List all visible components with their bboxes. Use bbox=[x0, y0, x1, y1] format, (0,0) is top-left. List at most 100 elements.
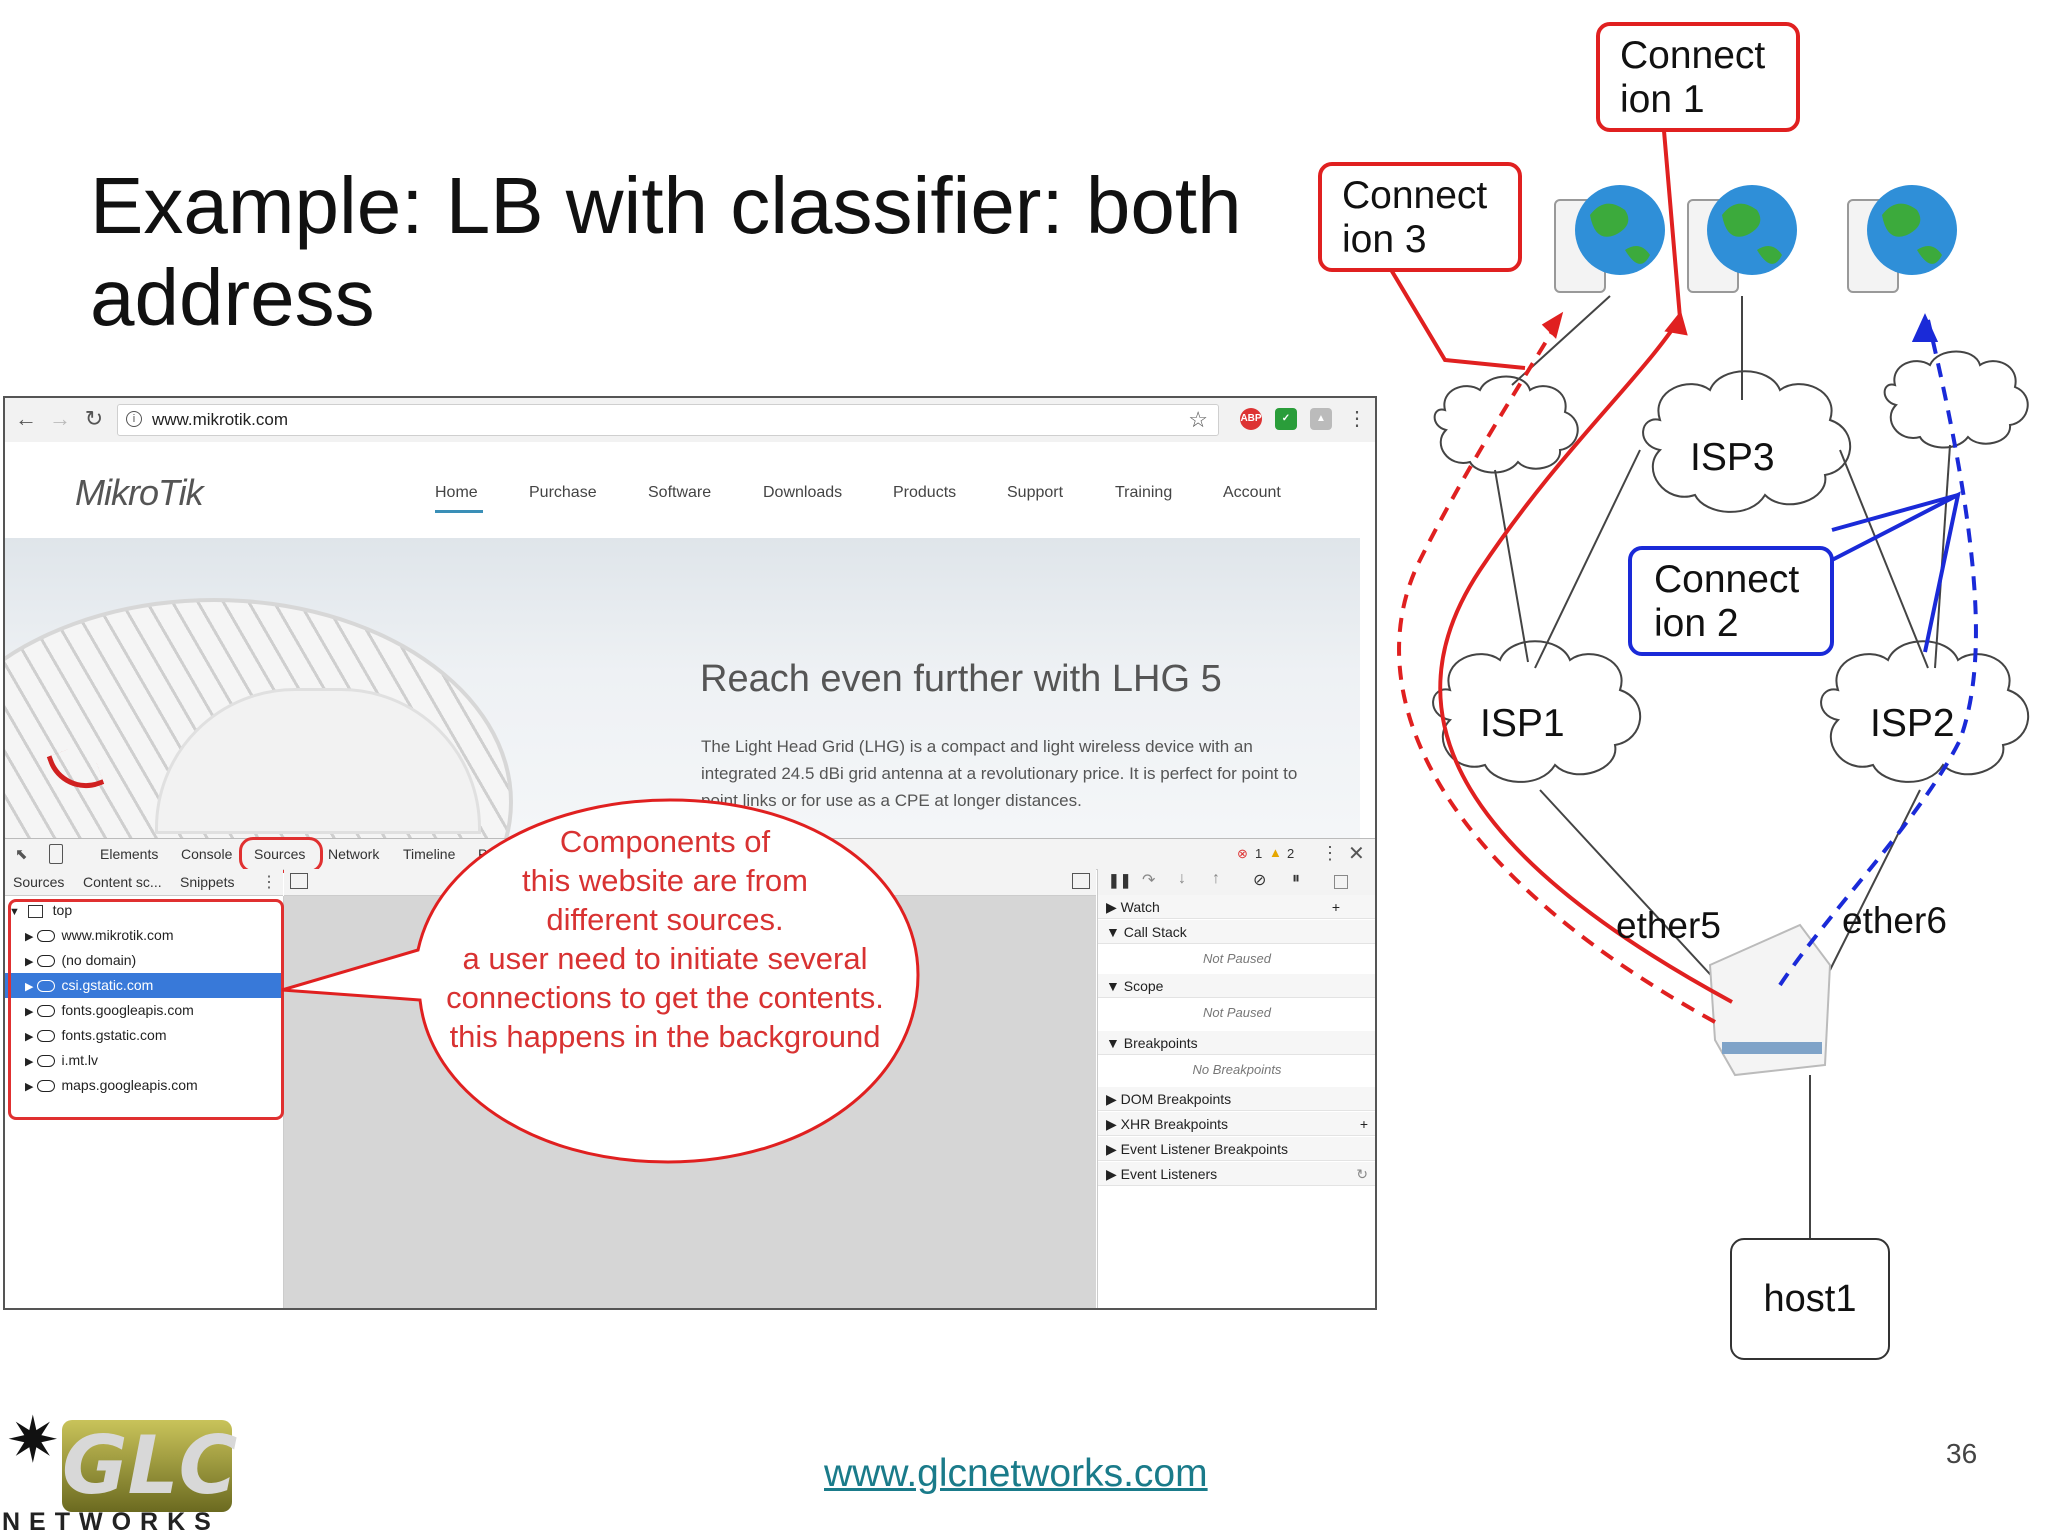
inspect-icon[interactable]: ⬉ bbox=[15, 846, 28, 863]
nav-home[interactable]: Home bbox=[435, 484, 478, 501]
nav-training[interactable]: Training bbox=[1115, 484, 1173, 501]
isp1-label: ISP1 bbox=[1480, 702, 1565, 745]
subtab-content-scripts[interactable]: Content sc... bbox=[83, 874, 162, 890]
call-stack-section[interactable]: ▼ Call Stack bbox=[1098, 920, 1375, 944]
forward-icon[interactable]: → bbox=[49, 406, 71, 431]
step-over-icon[interactable]: ↷ bbox=[1142, 872, 1156, 889]
connection-1-path bbox=[1438, 83, 1733, 1004]
expand-right-icon[interactable]: ▶ bbox=[25, 1031, 34, 1043]
slide-title-line1: Example: LB with classifier: both bbox=[90, 161, 1242, 250]
link-isp3-isp2 bbox=[1839, 449, 1929, 669]
nav-downloads[interactable]: Downloads bbox=[763, 484, 843, 501]
callout-line: connections to get the contents. bbox=[446, 980, 884, 1015]
toggle-navigator-icon[interactable] bbox=[290, 873, 308, 889]
event-listener-breakpoints-section[interactable]: ▶ Event Listener Breakpoints bbox=[1098, 1137, 1375, 1161]
add-icon[interactable]: + bbox=[1359, 1116, 1368, 1132]
label-line: ion 3 bbox=[1342, 218, 1427, 261]
watch-section[interactable]: ▶ Watch+ bbox=[1098, 895, 1375, 919]
scope-section[interactable]: ▼ Scope bbox=[1098, 974, 1375, 998]
tree-item-top[interactable]: ▼ top bbox=[5, 898, 283, 923]
info-icon[interactable]: i bbox=[126, 411, 142, 427]
tree-label: top bbox=[52, 902, 73, 918]
tab-sources[interactable]: Sources bbox=[254, 846, 306, 862]
step-into-icon[interactable]: ↓ bbox=[1178, 870, 1186, 887]
tree-item[interactable]: ▶www.mikrotik.com bbox=[5, 923, 283, 948]
error-count: 1 bbox=[1255, 846, 1263, 861]
drive-extension-icon[interactable]: ▲ bbox=[1310, 408, 1332, 430]
reload-icon[interactable]: ↻ bbox=[84, 406, 104, 431]
event-listeners-section[interactable]: ▶ Event Listeners↻ bbox=[1098, 1162, 1375, 1186]
tab-console[interactable]: Console bbox=[181, 846, 233, 862]
link-isp3-isp1 bbox=[1534, 449, 1641, 669]
nav-support[interactable]: Support bbox=[1007, 484, 1064, 501]
tree-item[interactable]: ▶fonts.gstatic.com bbox=[5, 1023, 283, 1048]
tree-item[interactable]: ▶(no domain) bbox=[5, 948, 283, 973]
dom-breakpoints-section[interactable]: ▶ DOM Breakpoints bbox=[1098, 1087, 1375, 1111]
label-line: ion 2 bbox=[1654, 602, 1739, 645]
label-line: ion 1 bbox=[1620, 78, 1705, 121]
xhr-breakpoints-section[interactable]: ▶ XHR Breakpoints+ bbox=[1098, 1112, 1375, 1136]
source-tree: ▼ top ▶www.mikrotik.com ▶(no domain) ▶cs… bbox=[5, 896, 284, 1308]
nav-software[interactable]: Software bbox=[648, 484, 712, 501]
nav-products[interactable]: Products bbox=[893, 484, 957, 501]
ether6-label: ether6 bbox=[1842, 900, 1947, 941]
tree-item-selected[interactable]: ▶csi.gstatic.com bbox=[5, 973, 283, 998]
expand-right-icon[interactable]: ▶ bbox=[25, 956, 34, 968]
nav-purchase[interactable]: Purchase bbox=[529, 484, 597, 501]
connection-2-path bbox=[1778, 319, 1978, 987]
toggle-debugger-icon[interactable] bbox=[1072, 873, 1090, 889]
devtools-menu-icon[interactable]: ⋮ bbox=[1321, 843, 1339, 863]
cloud-icon bbox=[37, 1030, 56, 1043]
async-checkbox[interactable] bbox=[1334, 875, 1348, 889]
server-globe-icon-1 bbox=[1554, 185, 1665, 293]
expand-right-icon[interactable]: ▶ bbox=[25, 1081, 34, 1093]
mikrotik-logo[interactable]: MikroTik bbox=[75, 472, 204, 513]
tree-item[interactable]: ▶i.mt.lv bbox=[5, 1048, 283, 1073]
expand-right-icon[interactable]: ▶ bbox=[25, 1056, 34, 1068]
back-icon[interactable]: ← bbox=[15, 406, 37, 431]
cloud-left bbox=[1433, 375, 1579, 474]
label-line: Connect bbox=[1620, 34, 1766, 77]
refresh-icon[interactable]: ↻ bbox=[1356, 1166, 1368, 1182]
cloud-icon bbox=[37, 1005, 56, 1018]
expand-down-icon[interactable]: ▼ bbox=[9, 906, 20, 918]
device-mode-icon[interactable] bbox=[49, 844, 63, 864]
error-icon[interactable]: ⊗ bbox=[1237, 846, 1248, 861]
callout-bubble bbox=[281, 798, 920, 1164]
tab-network[interactable]: Network bbox=[328, 846, 380, 862]
tab-elements[interactable]: Elements bbox=[100, 846, 159, 862]
address-bar[interactable]: i www.mikrotik.com ☆ bbox=[117, 404, 1219, 436]
menu-kebab-icon[interactable]: ⋮ bbox=[1347, 408, 1367, 430]
deactivate-breakpoints-icon[interactable]: ⊘ bbox=[1253, 872, 1267, 889]
subtab-snippets[interactable]: Snippets bbox=[180, 874, 235, 890]
step-out-icon[interactable]: ↑ bbox=[1212, 870, 1220, 887]
footer-link[interactable]: www.glcnetworks.com bbox=[824, 1452, 1208, 1495]
add-icon[interactable]: + bbox=[1331, 899, 1340, 915]
callout-line: Components of bbox=[559, 824, 771, 859]
connection-2-label: Connect ion 2 bbox=[1628, 546, 1834, 656]
breakpoints-section[interactable]: ▼ Breakpoints bbox=[1098, 1031, 1375, 1055]
check-extension-icon[interactable]: ✓ bbox=[1275, 408, 1297, 430]
tree-item[interactable]: ▶maps.googleapis.com bbox=[5, 1073, 283, 1098]
close-icon[interactable]: ✕ bbox=[1348, 843, 1365, 865]
cloud-icon bbox=[37, 955, 56, 968]
star-icon[interactable]: ☆ bbox=[1188, 407, 1208, 432]
expand-right-icon[interactable]: ▶ bbox=[25, 1006, 34, 1018]
pause-on-exceptions-icon[interactable]: ⏸ bbox=[1292, 870, 1301, 887]
subtab-sources[interactable]: Sources bbox=[13, 874, 65, 890]
router-icon bbox=[1708, 923, 1832, 1077]
pause-icon[interactable]: ❚❚ bbox=[1108, 872, 1132, 888]
nav-account[interactable]: Account bbox=[1223, 484, 1281, 501]
isp3-label: ISP3 bbox=[1690, 436, 1775, 479]
browser-window: ← → ↻ i www.mikrotik.com ☆ ABP ✓ ▲ ⋮ Mik… bbox=[3, 396, 1377, 1310]
tree-item[interactable]: ▶fonts.googleapis.com bbox=[5, 998, 283, 1023]
warning-icon[interactable]: ▲ bbox=[1269, 845, 1282, 860]
subtab-menu-icon[interactable]: ⋮ bbox=[261, 874, 277, 891]
connection-3-leader bbox=[1388, 266, 1526, 370]
adblock-icon[interactable]: ABP bbox=[1240, 408, 1262, 430]
section-label: Scope bbox=[1123, 978, 1164, 994]
expand-right-icon[interactable]: ▶ bbox=[25, 981, 34, 993]
tab-timeline[interactable]: Timeline bbox=[403, 846, 456, 862]
expand-right-icon[interactable]: ▶ bbox=[25, 931, 34, 943]
